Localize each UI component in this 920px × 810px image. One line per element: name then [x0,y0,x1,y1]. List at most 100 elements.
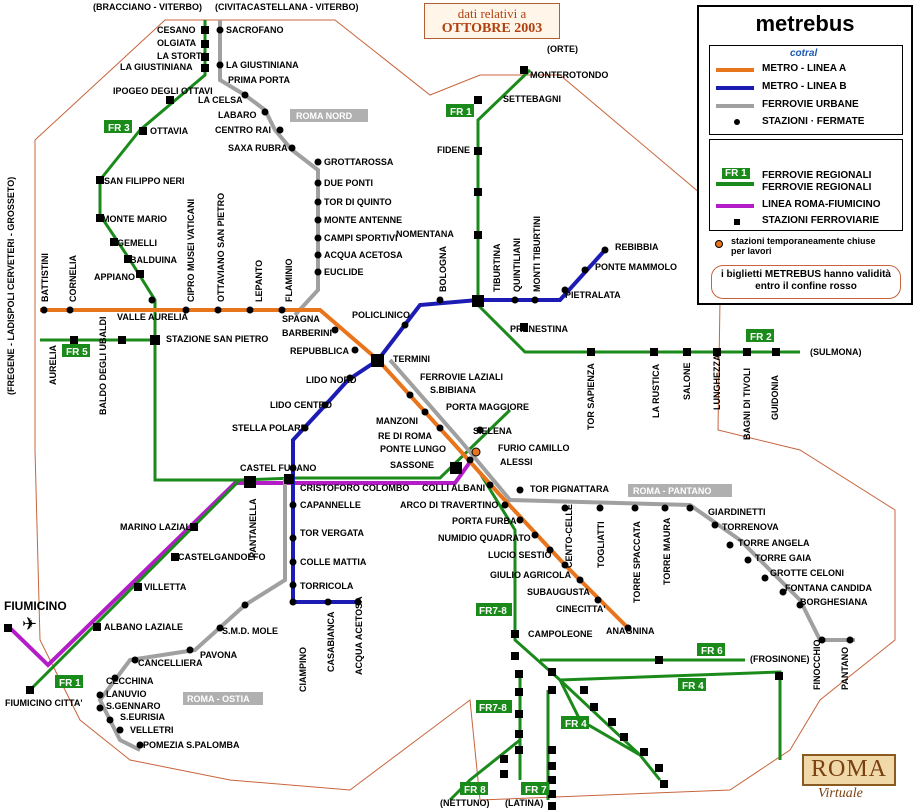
map-marker [474,147,482,155]
station-dot [261,108,269,116]
map-marker [474,96,482,104]
station-dot [289,581,297,589]
station-label: ALESSI [500,457,533,467]
cotral-logo: cotral [790,48,818,59]
station-label: TOR PIGNATTARA [530,484,609,494]
map-marker [460,782,488,795]
fiumicino-citta-label: FIUMICINO CITTA' [5,698,82,708]
station-label: BAGNI DI TIVOLI [742,368,752,440]
station-label: BORGHESIANA [800,597,868,607]
station-label: CINECITTA' [556,604,605,614]
map-marker [26,686,34,694]
station-label: CASTELGANDOLFO [178,552,266,562]
station-label: S.GENNARO [106,701,161,711]
map-marker [713,348,721,356]
station-label: FURIO CAMILLO [498,443,570,453]
legend-metro-a-label: METRO - LINEA A [762,63,847,74]
station-dot [314,198,322,206]
station-label: MONTI TIBURTINI [532,216,542,292]
legend-metro-b-label: METRO - LINEA B [762,81,847,92]
station-dot [561,286,569,294]
map-marker [515,746,523,754]
station-dot [216,61,224,69]
station-label: CAMPI SPORTIVI [324,233,398,243]
map-marker [628,484,732,497]
map-marker [548,802,556,810]
legend-fiumicino-label: LINEA ROMA-FIUMICINO [762,199,881,210]
station-dot [40,306,48,314]
station-dot [726,541,734,549]
station-label: CECCHINA [106,676,154,686]
station-label: GIULIO AGRICOLA [490,570,572,580]
station-dot [624,624,632,632]
station-label: LIDO CENTRO [270,400,332,410]
station-label: SASSONE [390,460,434,470]
legend-regional-box: FR 1 FERROVIE REGIONALI FERROVIE REGIONA… [709,139,903,231]
station-dot [346,374,354,382]
map-marker [746,329,774,342]
station-dot [761,574,769,582]
map-marker [515,670,523,678]
map-marker [520,323,528,331]
station-label: CENTO-CELLE [564,504,574,568]
station-label: ACQUA ACETOSA [324,250,403,260]
station-dot [596,504,604,512]
station-dot [301,424,309,432]
legend-works-note: stazioni temporaneamente chiuse per lavo… [731,236,876,256]
fr-frascati [558,679,662,781]
station-label: TORRE SPACCATA [632,521,642,603]
station-dot [546,546,554,554]
station-label: SAN FILIPPO NERI [104,176,185,186]
station-dot [276,126,284,134]
station-label: SUBAUGUSTA [527,587,590,597]
station-label: PAVONA [200,650,238,660]
map-text: FR 7 [525,785,547,796]
map-marker [683,348,691,356]
map-marker [655,764,663,772]
zone-labels: ROMA NORD ROMA - PANTANO ROMA - OSTIA [183,109,732,705]
map-marker [70,336,78,344]
station-label: ARCO DI TRAVERTINO [400,500,498,510]
plane-icon: ✈ [22,614,37,635]
legend-panel: metrebus cotral METRO - LINEA A METRO - … [697,5,913,305]
station-label: ALBANO LAZIALE [104,622,183,632]
roma-logo-word: ROMA [802,754,896,786]
station-label: CIAMPINO [298,647,308,692]
station-label: LABARO [218,110,257,120]
station-label: OTTAVIANO SAN PIETRO [216,193,226,302]
metrebus-boundary [34,19,896,801]
station-dot [818,636,826,644]
fr4-branch [559,670,782,760]
legend-metro-box: cotral METRO - LINEA A METRO - LINEA B F… [709,45,903,135]
map-marker [450,462,462,474]
station-label: CENTRO RAI [215,125,271,135]
map-marker [139,127,147,135]
metro-b-line [291,248,607,604]
map-marker [446,104,474,117]
fiumicino-label: FIUMICINO [4,599,67,613]
legend-stations-label: STAZIONI · FERMATE [762,116,865,127]
legend-fr-label-2: FERROVIE REGIONALI [762,182,872,193]
station-label: MARINO LAZIALE [120,522,197,532]
station-dot [436,424,444,432]
map-marker [697,643,725,656]
station-label: SETTEBAGNI [503,94,561,104]
map-marker [548,686,556,694]
station-dot [246,306,254,314]
legend-rail-label: STAZIONI FERROVIARIE [762,215,880,226]
map-marker [183,692,263,705]
map-marker [110,238,118,246]
station-dot [631,504,639,512]
station-label: LA GIUSTINIANA [226,60,299,70]
station-dot [314,251,322,259]
map-marker [150,335,160,345]
station-dot [711,521,719,529]
map-marker [124,255,132,263]
dest-nettuno: (NETTUNO) [440,798,490,808]
fr7-8-branch [448,670,550,802]
station-label: MANZONI [376,416,418,426]
map-text: FR7-8 [479,606,507,617]
map-marker [474,188,482,196]
date-note-line2: OTTOBRE 2003 [441,21,543,36]
station-label: PANTANO [840,647,850,690]
